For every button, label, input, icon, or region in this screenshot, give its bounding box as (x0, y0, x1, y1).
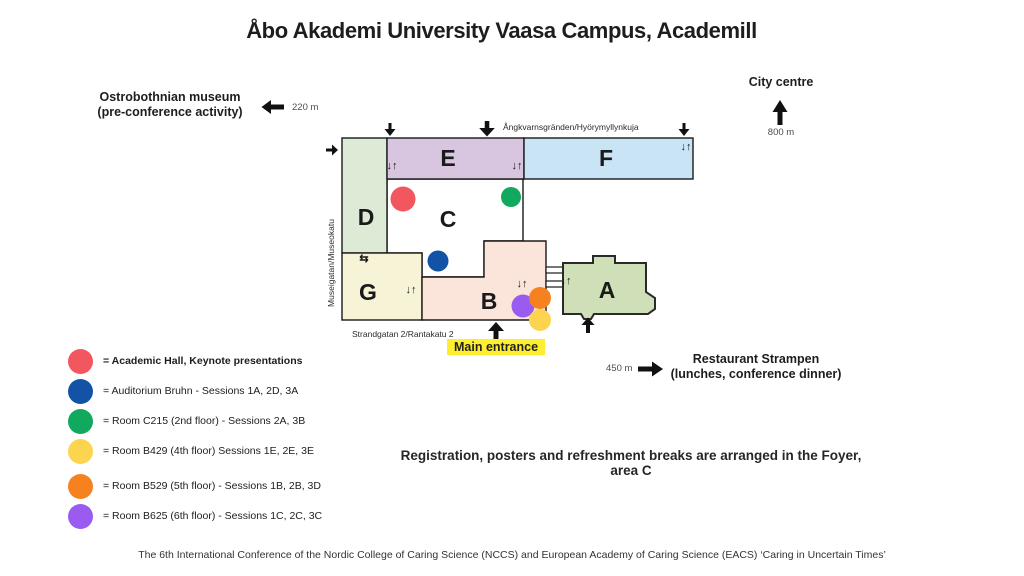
restaurant-direction-label: Restaurant Strampen (lunches, conference… (662, 352, 850, 382)
restaurant-distance: 450 m (606, 363, 633, 374)
restaurant-line1: Restaurant Strampen (692, 352, 820, 366)
conference-footer: The 6th International Conference of the … (138, 549, 886, 561)
building-f-label: F (598, 145, 614, 171)
legend-label: = Room B625 (6th floor) - Sessions 1C, 2… (103, 510, 323, 522)
legend-label: = Room B429 (4th floor) Sessions 1E, 2E,… (103, 445, 314, 457)
street-west-label: Museigatan/Museokatu (326, 219, 336, 307)
arrow-right-icon (326, 144, 338, 156)
building-a-shape (562, 255, 656, 320)
stairs-icon: ↓↑ (560, 275, 572, 287)
building-f-shape (523, 137, 694, 180)
building-d-shape (341, 137, 388, 254)
building-a-label: A (598, 277, 616, 303)
building-e-label: E (440, 145, 456, 171)
stairs-icon: ↓↑ (516, 278, 528, 290)
stairs-icon: ↓↑ (511, 160, 523, 172)
legend-label: = Room C215 (2nd floor) - Sessions 2A, 3… (103, 415, 306, 427)
museum-distance: 220 m (292, 102, 319, 113)
legend-item-auditorium-bruhn: = Auditorium Bruhn - Sessions 1A, 2D, 3A (68, 376, 322, 406)
legend-item-room-b625: = Room B625 (6th floor) - Sessions 1C, 2… (68, 501, 322, 531)
orange-dot-icon (68, 473, 93, 499)
street-south-label: Strandgatan 2/Rantakatu 2 (352, 329, 454, 339)
marker-room-b429 (529, 309, 551, 331)
marker-room-b625 (511, 294, 535, 318)
building-c-label: C (439, 206, 457, 232)
street-north-label: Ångkvarnsgränden/Hyörymyllynkuja (503, 122, 639, 132)
restaurant-line2: (lunches, conference dinner) (670, 367, 842, 381)
marker-auditorium-bruhn (427, 250, 449, 272)
city-centre-arrow-icon (772, 100, 788, 125)
green-dot-icon (68, 408, 93, 434)
museum-line1: Ostrobothnian museum (99, 90, 241, 104)
main-entrance-arrow-icon (488, 322, 504, 341)
arrow-down-icon (479, 121, 495, 137)
legend-item-room-b529: = Room B529 (5th floor) - Sessions 1B, 2… (68, 471, 322, 501)
building-g-label: G (359, 279, 377, 305)
city-centre-distance: 800 m (767, 127, 795, 138)
corridor-icon: ⇆ (359, 253, 369, 265)
marker-room-c215 (501, 187, 521, 207)
foyer-note: Registration, posters and refreshment br… (400, 448, 862, 478)
yellow-dot-icon (68, 438, 93, 464)
blue-dot-icon (68, 378, 93, 404)
museum-line2: (pre-conference activity) (97, 105, 243, 119)
arrow-down-icon (678, 123, 690, 136)
legend-label: = Auditorium Bruhn - Sessions 1A, 2D, 3A (103, 385, 299, 397)
restaurant-arrow-icon (638, 361, 663, 377)
marker-academic-hall (390, 186, 416, 212)
legend: = Academic Hall, Keynote presentations =… (68, 346, 322, 531)
museum-arrow-icon (261, 100, 284, 114)
legend-item-room-c215: = Room C215 (2nd floor) - Sessions 2A, 3… (68, 406, 322, 436)
legend-item-academic-hall: = Academic Hall, Keynote presentations (68, 346, 322, 376)
building-d-label: D (357, 204, 375, 230)
arrow-down-icon (384, 123, 396, 136)
marker-room-b529 (529, 287, 551, 309)
stairs-icon: ↓↑ (680, 141, 692, 153)
stairs-icon: ↓↑ (386, 160, 398, 172)
city-centre-label: City centre (748, 75, 814, 89)
museum-direction-label: Ostrobothnian museum (pre-conference act… (95, 90, 245, 120)
legend-label: = Academic Hall, Keynote presentations (103, 355, 303, 367)
building-g-shape (341, 252, 423, 321)
legend-label: = Room B529 (5th floor) - Sessions 1B, 2… (103, 480, 321, 492)
stairs-icon: ↓↑ (405, 284, 417, 296)
red-dot-icon (68, 348, 93, 374)
main-entrance-label: Main entrance (447, 339, 546, 355)
page-title: Åbo Akademi University Vaasa Campus, Aca… (246, 18, 757, 43)
legend-item-room-b429: = Room B429 (4th floor) Sessions 1E, 2E,… (68, 436, 322, 466)
building-b-label: B (480, 288, 498, 314)
entrance-a-arrow-icon (581, 317, 595, 333)
purple-dot-icon (68, 503, 93, 529)
bridge-upper (545, 266, 565, 274)
